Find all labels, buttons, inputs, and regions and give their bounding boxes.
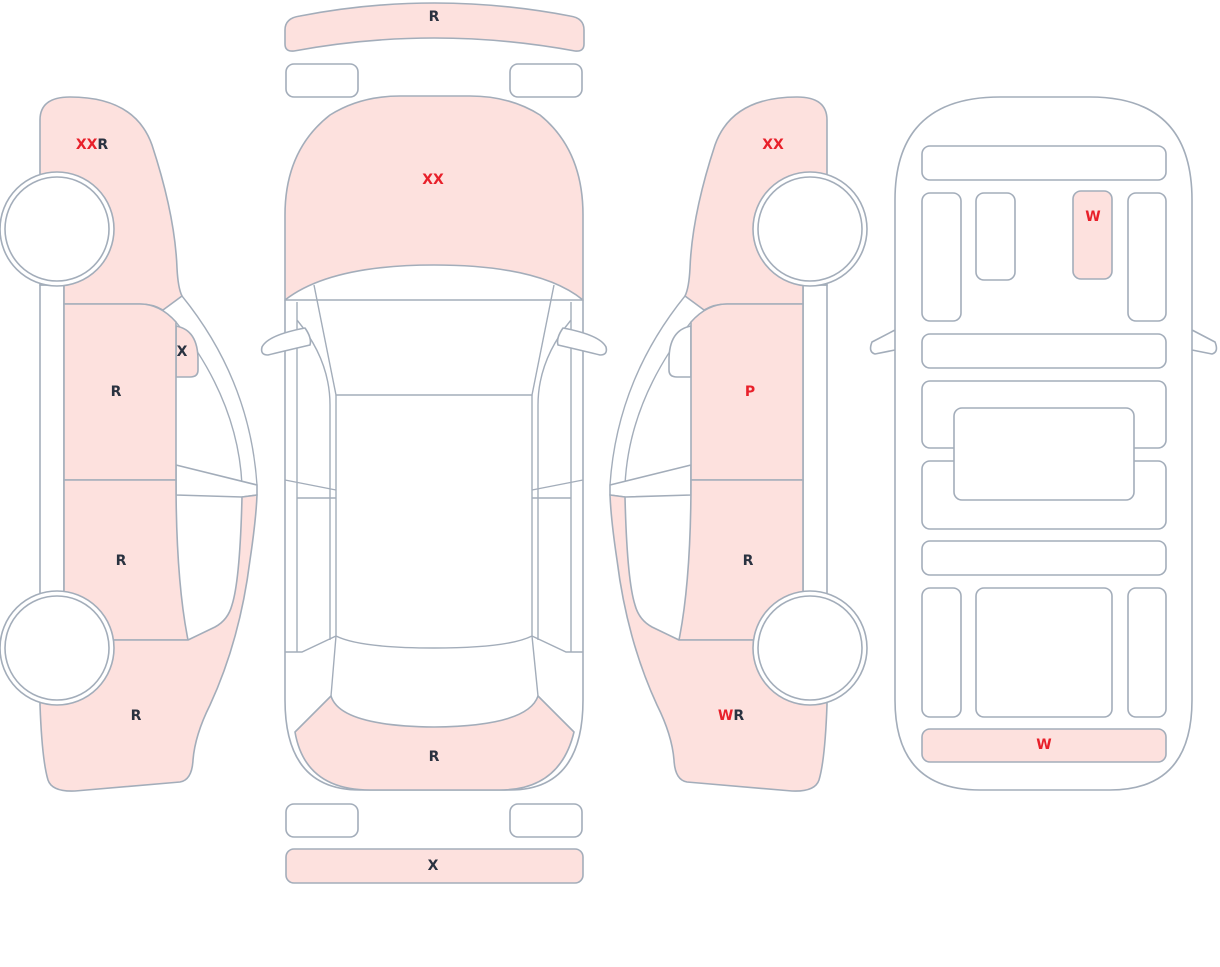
front-door-panel[interactable] xyxy=(690,303,804,481)
damage-code: XX xyxy=(762,137,784,153)
front-door-panel[interactable] xyxy=(63,303,177,481)
cargo-floor[interactable] xyxy=(921,728,1167,763)
rear-right-seat xyxy=(1127,587,1167,718)
rear-center-seat xyxy=(975,587,1113,718)
mirror-left xyxy=(260,327,312,356)
rear-bumper-code: X xyxy=(428,858,439,874)
damage-code: R xyxy=(733,708,744,724)
damage-code: R xyxy=(111,384,122,400)
left-side-view xyxy=(609,96,868,792)
b-pillar xyxy=(609,464,692,498)
dashboard xyxy=(921,145,1167,181)
trunk-code: R xyxy=(429,749,440,765)
front-wheel-icon xyxy=(4,176,110,282)
b-pillar xyxy=(175,464,258,498)
left-side-view xyxy=(0,96,258,792)
side-lines-left xyxy=(284,302,337,653)
rear-window xyxy=(330,635,539,697)
front-door-code: R xyxy=(111,384,122,400)
damage-code: R xyxy=(97,137,108,153)
windshield xyxy=(313,284,555,396)
rear-fender-code: WR xyxy=(718,708,744,724)
mirror-panel[interactable] xyxy=(175,325,199,378)
damage-code: R xyxy=(131,708,142,724)
front-right-seat xyxy=(1127,192,1167,322)
center-panel xyxy=(953,407,1135,501)
front-left-seat xyxy=(921,192,962,322)
sill-strip xyxy=(802,284,828,601)
top-view: R XX R X xyxy=(260,2,608,884)
interior-view: W W xyxy=(869,96,1218,791)
rear-fender-panel[interactable] xyxy=(609,494,828,792)
headlight-left xyxy=(285,63,359,98)
console-right[interactable] xyxy=(1072,190,1113,280)
rear-door-code: R xyxy=(743,553,754,569)
cargo-code: W xyxy=(1036,737,1051,753)
damage-code: XX xyxy=(76,137,98,153)
headlight-right xyxy=(509,63,583,98)
sill-strip xyxy=(39,284,65,601)
mirror-panel[interactable] xyxy=(668,325,692,378)
damage-code: P xyxy=(745,384,755,400)
hood-code: XX xyxy=(422,172,444,188)
trunk-panel[interactable] xyxy=(294,695,575,791)
rear-wheel-icon xyxy=(757,595,863,701)
damage-code: X xyxy=(177,344,188,360)
rear-fender-code: R xyxy=(131,708,142,724)
rear-door-code: R xyxy=(116,553,127,569)
mirror-right xyxy=(556,327,608,356)
hood-panel[interactable] xyxy=(284,95,584,301)
mirror-code: X xyxy=(177,344,188,360)
taillight-left xyxy=(285,803,359,838)
rear-left-seat xyxy=(921,587,962,718)
pillar-outer xyxy=(609,295,686,486)
front-door-code: P xyxy=(745,384,755,400)
console-code: W xyxy=(1085,209,1100,225)
side-lines-right xyxy=(531,302,584,653)
rear-seatback xyxy=(921,540,1167,576)
rear-bumper-panel[interactable] xyxy=(285,848,584,884)
front-fender-code: XX xyxy=(762,137,784,153)
pillar-outer xyxy=(181,295,258,486)
console-left xyxy=(975,192,1016,281)
front-wheel-icon xyxy=(757,176,863,282)
damage-code: R xyxy=(116,553,127,569)
damage-code: W xyxy=(718,708,733,724)
taillight-right xyxy=(509,803,583,838)
front-bumper-code: R xyxy=(429,9,440,25)
rear-fender-panel[interactable] xyxy=(39,494,258,792)
roof xyxy=(335,395,533,649)
damage-code: R xyxy=(743,553,754,569)
front-seatback xyxy=(921,333,1167,369)
front-fender-code: XXR xyxy=(76,137,109,153)
front-bumper-panel[interactable] xyxy=(284,2,585,52)
right-side-view xyxy=(609,96,868,792)
rear-wheel-icon xyxy=(4,595,110,701)
